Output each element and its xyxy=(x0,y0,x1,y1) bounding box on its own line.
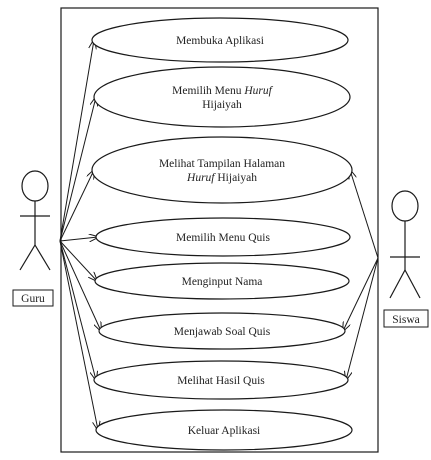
use-case-label: Hijaiyah xyxy=(202,99,242,111)
actor-guru-right-leg xyxy=(34,244,51,271)
use-case-label-segment: Melihat Hasil Quis xyxy=(177,375,265,387)
actor-guru-left-leg xyxy=(19,244,36,271)
use-case-ellipse xyxy=(94,262,350,300)
use-case-label: Keluar Aplikasi xyxy=(188,425,261,437)
association-guru-keluar-aplikasi xyxy=(59,240,98,430)
actor-guru xyxy=(19,170,51,271)
use-case-label-segment: Memilih Menu Quis xyxy=(176,232,270,244)
use-case-melihat-hasil-quis: Melihat Hasil Quis xyxy=(93,360,349,400)
association-guru-menginput-nama xyxy=(59,240,97,281)
use-case-label-segment: Membuka Aplikasi xyxy=(176,35,264,47)
use-case-keluar-aplikasi: Keluar Aplikasi xyxy=(95,409,353,451)
actor-siswa-head xyxy=(391,190,419,222)
use-case-ellipse xyxy=(95,217,351,257)
association-guru-membuka-aplikasi xyxy=(59,40,94,242)
use-case-menjawab-soal-quis: Menjawab Soal Quis xyxy=(98,312,346,350)
actor-siswa-left-leg xyxy=(389,269,406,299)
use-case-label-segment: Memilih Menu xyxy=(172,85,244,97)
use-case-label-segment: Hijaiyah xyxy=(202,99,242,111)
actor-guru-label-box xyxy=(12,289,54,307)
use-case-membuka-aplikasi: Membuka Aplikasi xyxy=(91,17,349,63)
use-case-ellipse xyxy=(91,136,353,204)
actor-guru-head xyxy=(21,170,49,202)
use-case-label-segment: Huruf xyxy=(186,172,216,184)
use-case-label: Melihat Tampilan Halaman xyxy=(159,158,285,170)
use-case-label-segment: Menjawab Soal Quis xyxy=(174,326,271,338)
association-lines xyxy=(59,40,379,430)
association-siswa-melihat-tampilan xyxy=(350,170,379,259)
use-case-label-segment: Keluar Aplikasi xyxy=(188,425,261,437)
actor-siswa-right-leg xyxy=(404,269,421,299)
association-guru-memilih-menu-quis xyxy=(59,237,98,241)
use-case-label: Menginput Nama xyxy=(182,276,263,288)
actor-siswa xyxy=(389,190,421,299)
use-case-label-segment: Melihat Tampilan Halaman xyxy=(159,158,285,170)
use-case-memilih-menu-quis: Memilih Menu Quis xyxy=(95,217,351,257)
use-case-label: Huruf Hijaiyah xyxy=(186,172,257,184)
use-case-label-segment: Hijaiyah xyxy=(215,172,258,184)
use-case-label-segment: Huruf xyxy=(243,85,273,97)
association-guru-melihat-hasil-quis xyxy=(59,240,96,380)
use-case-label: Memilih Menu Huruf xyxy=(172,85,273,97)
use-case-label-segment: Menginput Nama xyxy=(182,276,263,288)
association-guru-melihat-tampilan xyxy=(59,170,94,242)
association-siswa-menjawab-soal-quis xyxy=(343,257,379,331)
association-guru-menjawab-soal-quis xyxy=(59,240,101,331)
use-case-ellipse xyxy=(91,17,349,63)
use-case-ellipse xyxy=(98,312,346,350)
system-boundary xyxy=(60,7,379,453)
actor-siswa-label: Siswa xyxy=(392,314,419,326)
use-case-menginput-nama: Menginput Nama xyxy=(94,262,350,300)
use-case-label: Melihat Hasil Quis xyxy=(177,375,265,387)
association-guru-memilih-menu-huruf xyxy=(59,97,96,242)
actor-siswa-label-box xyxy=(383,309,429,328)
use-case-label: Memilih Menu Quis xyxy=(176,232,270,244)
association-siswa-melihat-hasil-quis xyxy=(346,257,379,380)
use-case-ellipse xyxy=(95,409,353,451)
use-case-label: Menjawab Soal Quis xyxy=(174,326,271,338)
use-case-label: Membuka Aplikasi xyxy=(176,35,264,47)
use-case-ellipse xyxy=(93,66,351,128)
actor-guru-label: Guru xyxy=(21,293,45,305)
use-case-ellipse xyxy=(93,360,349,400)
